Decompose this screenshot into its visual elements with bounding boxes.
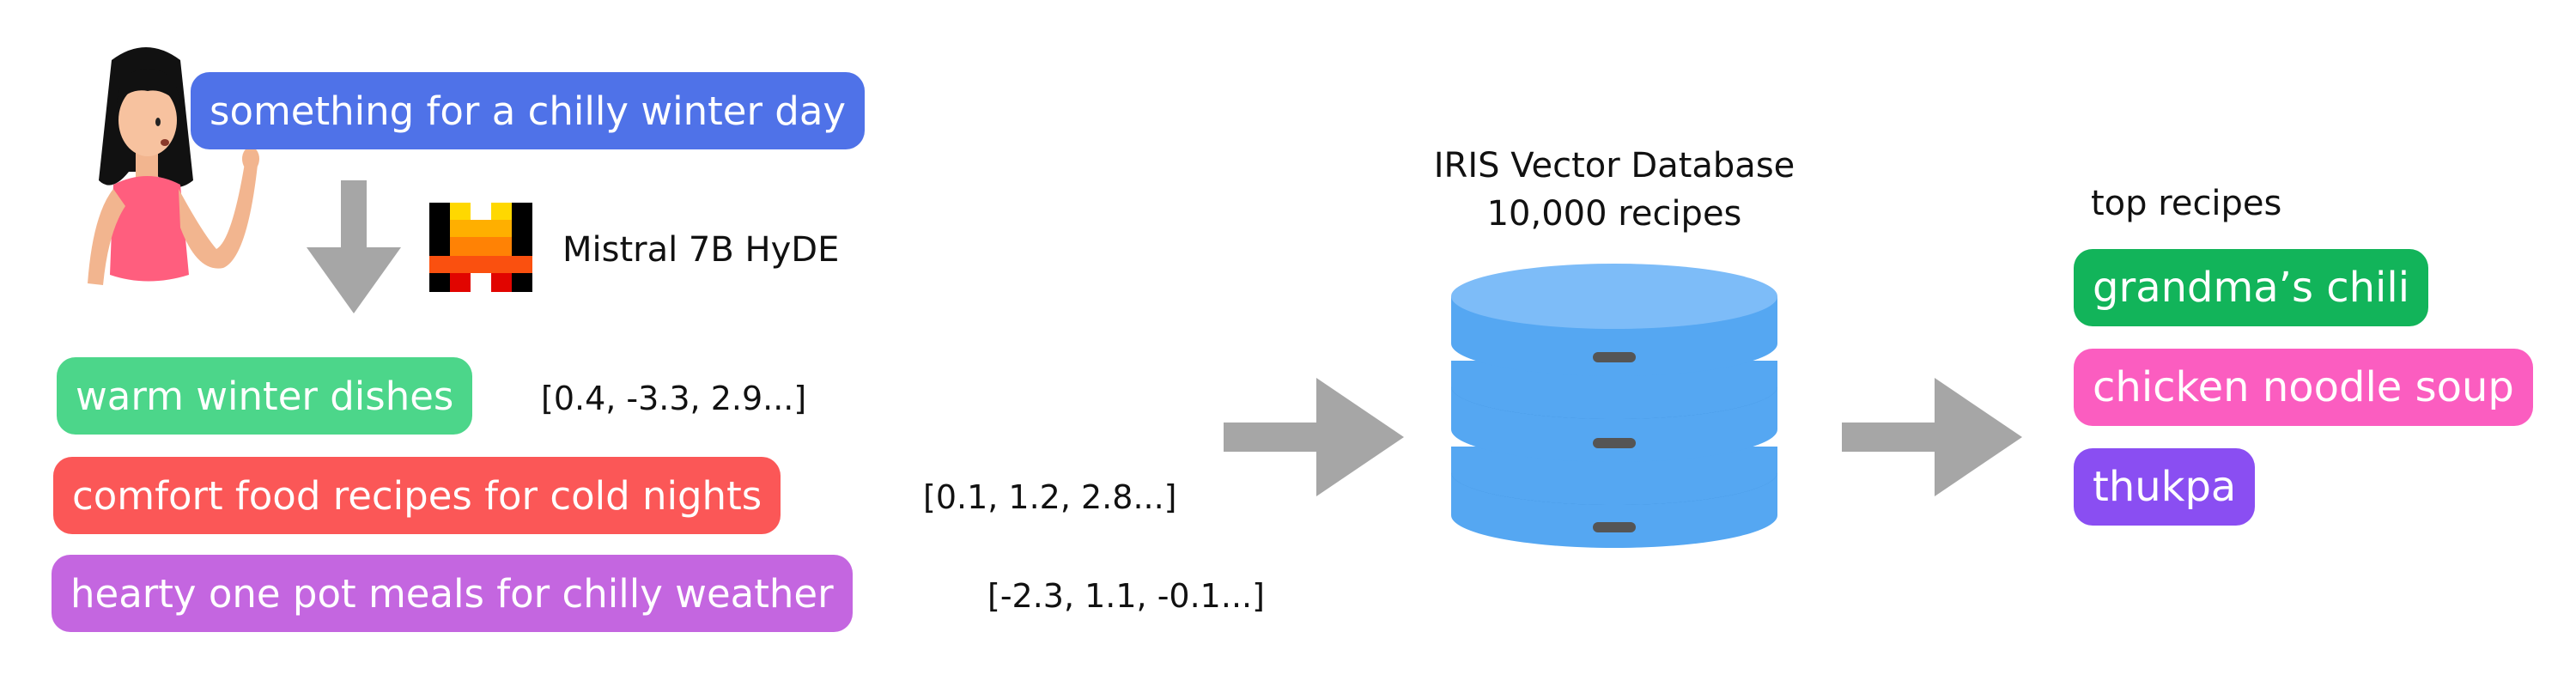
vector-label-1: [0.4, -3.3, 2.9...] bbox=[541, 380, 807, 417]
person-illustration bbox=[88, 47, 259, 285]
hypothetical-text: warm winter dishes bbox=[76, 373, 454, 419]
mistral-logo-icon bbox=[429, 203, 532, 292]
result-pill-2: chicken noodle soup bbox=[2074, 349, 2533, 426]
result-pill-1: grandma’s chili bbox=[2074, 249, 2429, 326]
results-heading: top recipes bbox=[2091, 184, 2282, 223]
down-arrow-icon bbox=[307, 180, 401, 313]
hypothetical-text: comfort food recipes for cold nights bbox=[72, 472, 762, 519]
vector-label-3: [-2.3, 1.1, -0.1...] bbox=[987, 577, 1265, 615]
result-text: thukpa bbox=[2093, 463, 2237, 511]
model-label: Mistral 7B HyDE bbox=[562, 230, 840, 270]
database-icon bbox=[1451, 264, 1777, 548]
hypothetical-pill-3: hearty one pot meals for chilly weather bbox=[52, 555, 853, 632]
database-count: 10,000 recipes bbox=[1486, 194, 1742, 234]
result-text: chicken noodle soup bbox=[2093, 363, 2514, 411]
query-pill: something for a chilly winter day bbox=[191, 72, 866, 149]
query-text: something for a chilly winter day bbox=[210, 88, 847, 134]
right-arrow-icon bbox=[1224, 378, 1404, 496]
database-title: IRIS Vector Database bbox=[1433, 146, 1795, 185]
result-pill-3: thukpa bbox=[2074, 448, 2256, 526]
hypothetical-pill-2: comfort food recipes for cold nights bbox=[53, 457, 781, 534]
vector-label-2: [0.1, 1.2, 2.8...] bbox=[923, 478, 1177, 516]
right-arrow-icon bbox=[1842, 378, 2022, 496]
result-text: grandma’s chili bbox=[2093, 264, 2410, 312]
hypothetical-pill-1: warm winter dishes bbox=[57, 357, 473, 435]
hypothetical-text: hearty one pot meals for chilly weather bbox=[70, 570, 834, 617]
